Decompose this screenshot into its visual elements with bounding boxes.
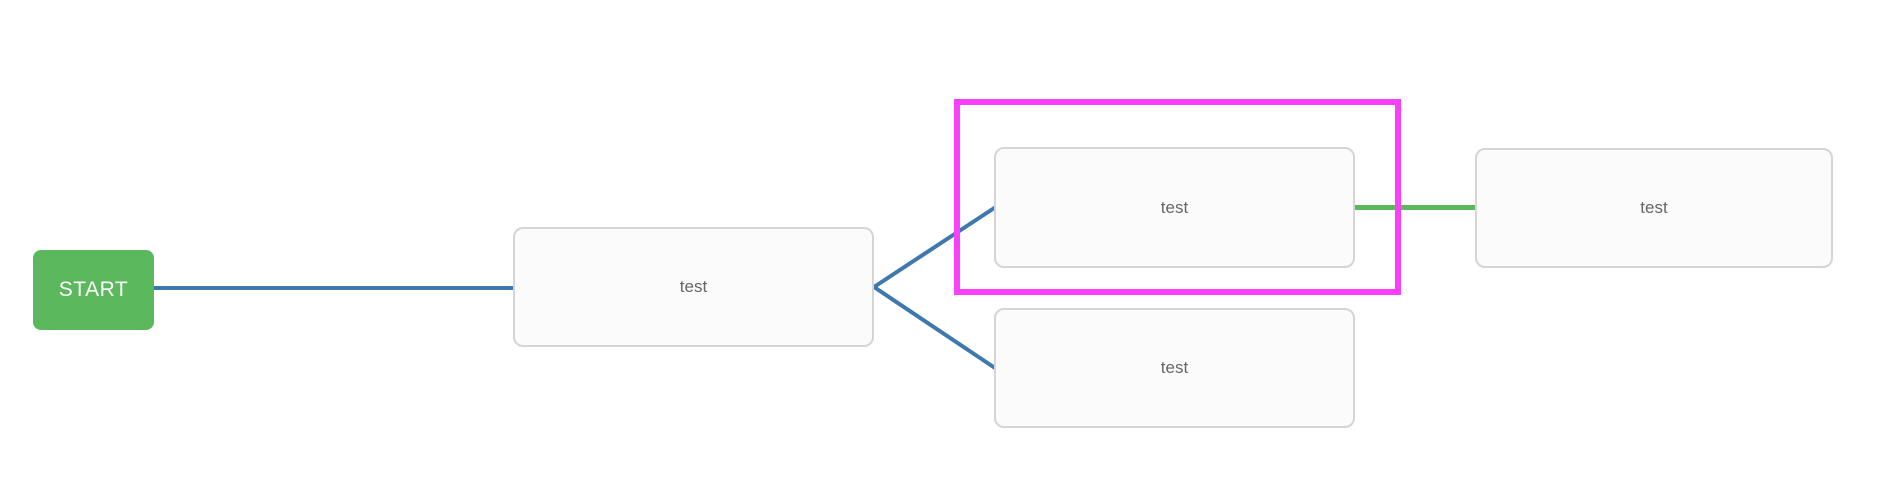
connector-step1-to-branch-top <box>872 205 997 289</box>
start-node[interactable]: START <box>33 250 154 330</box>
start-node-label: START <box>58 278 129 301</box>
node-branch-top-label: test <box>1160 197 1189 217</box>
node-final-label: test <box>1640 198 1668 217</box>
node-branch-bottom-label: test <box>1160 358 1189 377</box>
node-step1[interactable]: test <box>513 227 874 347</box>
node-final[interactable]: test <box>1475 148 1833 268</box>
node-branch-top[interactable]: test <box>994 147 1355 268</box>
connector-step1-to-branch-bottom <box>872 285 997 370</box>
node-branch-bottom[interactable]: test <box>994 308 1355 428</box>
node-step1-label: test <box>679 277 708 296</box>
